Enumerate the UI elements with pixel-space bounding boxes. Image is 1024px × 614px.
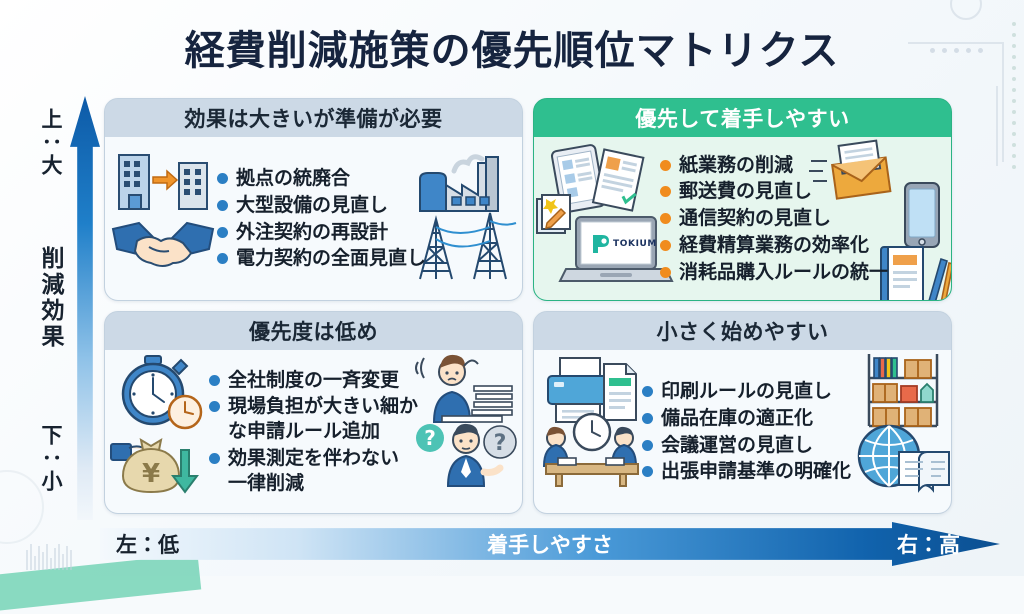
bullet-dot bbox=[660, 239, 671, 251]
horizontal-axis-name: 着手しやすさ bbox=[487, 533, 613, 557]
list-item: 消耗品購入ルールの統一 bbox=[660, 260, 951, 285]
bullet-dot bbox=[217, 226, 228, 238]
list-item-label: 郵送費の見直し bbox=[679, 180, 813, 203]
list-item: 電力契約の全面見直し bbox=[217, 246, 522, 271]
list-item-label: 備品在庫の適正化 bbox=[661, 406, 814, 429]
vertical-axis-top-label: 上：大 bbox=[39, 108, 63, 177]
list-item-label: 効果測定を伴わない 一律削減 bbox=[228, 446, 400, 494]
bullet-dot bbox=[642, 386, 653, 398]
bullet-dot bbox=[660, 159, 671, 171]
list-item-label: 大型設備の見直し bbox=[236, 193, 389, 216]
quadrant-bottom-right-list: 印刷ルールの見直し 備品在庫の適正化 会議運営の見直し 出張申請基準の明確化 bbox=[534, 377, 951, 486]
quadrant-top-left: 効果は大きいが準備が必要 bbox=[104, 98, 523, 301]
priority-matrix: 効果は大きいが準備が必要 bbox=[104, 98, 952, 514]
quadrant-top-left-body: 拠点の統廃合 大型設備の見直し 外注契約の再設計 電力契約の全面見直し bbox=[105, 137, 522, 300]
deco-line-right-2 bbox=[996, 86, 998, 166]
list-item: 紙業務の削減 bbox=[660, 153, 951, 178]
quadrant-bottom-right-body: 印刷ルールの見直し 備品在庫の適正化 会議運営の見直し 出張申請基準の明確化 bbox=[534, 350, 951, 513]
bullet-dot bbox=[217, 173, 228, 185]
list-item: 外注契約の再設計 bbox=[217, 220, 522, 245]
quadrant-bottom-left: 優先度は低め bbox=[104, 311, 523, 514]
bullet-dot bbox=[642, 412, 653, 424]
bullet-dot bbox=[642, 466, 653, 478]
quadrant-top-right-body: TOKIUM bbox=[534, 137, 951, 300]
up-arrow-icon bbox=[70, 96, 100, 520]
list-item: 現場負担が大きい細か な申請ルール追加 bbox=[209, 394, 522, 443]
list-item: 経費精算業務の効率化 bbox=[660, 233, 951, 258]
list-item-label: 電力契約の全面見直し bbox=[236, 247, 427, 270]
list-item-label: 経費精算業務の効率化 bbox=[679, 233, 870, 256]
list-item: 大型設備の見直し bbox=[217, 193, 522, 218]
list-item-label: 出張申請基準の明確化 bbox=[661, 460, 852, 483]
list-item: 会議運営の見直し bbox=[642, 433, 951, 458]
list-item: 効果測定を伴わない 一律削減 bbox=[209, 446, 522, 495]
list-item: 出張申請基準の明確化 bbox=[642, 459, 951, 484]
vertical-axis-name: 削減効果 bbox=[37, 246, 63, 350]
list-item-label: 会議運営の見直し bbox=[661, 433, 814, 456]
quadrant-top-left-list: 拠点の統廃合 大型設備の見直し 外注契約の再設計 電力契約の全面見直し bbox=[105, 164, 522, 273]
quadrant-bottom-left-list: 全社制度の一斉変更 現場負担が大きい細か な申請ルール追加 効果測定を伴わない … bbox=[105, 366, 522, 497]
list-item-label: 拠点の統廃合 bbox=[236, 167, 351, 190]
list-item: 通信契約の見直し bbox=[660, 206, 951, 231]
bullet-dot bbox=[660, 266, 671, 278]
page-title: 経費削減施策の優先順位マトリクス bbox=[184, 28, 840, 74]
list-item: 郵送費の見直し bbox=[660, 179, 951, 204]
bullet-dot bbox=[660, 213, 671, 225]
quadrant-top-right-heading: 優先して着手しやすい bbox=[534, 99, 951, 137]
list-item-label: 外注契約の再設計 bbox=[236, 220, 389, 243]
bullet-dot bbox=[660, 186, 671, 198]
list-item-label: 消耗品購入ルールの統一 bbox=[679, 260, 889, 283]
horizontal-axis-right-label: 右：高 bbox=[897, 533, 960, 557]
list-item: 印刷ルールの見直し bbox=[642, 379, 951, 404]
quadrant-bottom-right-heading: 小さく始めやすい bbox=[534, 312, 951, 350]
bullet-dot bbox=[642, 439, 653, 451]
bullet-dot bbox=[217, 199, 228, 211]
bullet-dot bbox=[209, 452, 220, 464]
list-item: 全社制度の一斉変更 bbox=[209, 368, 522, 393]
list-item-label: 全社制度の一斉変更 bbox=[228, 368, 400, 391]
deco-barcode bbox=[26, 544, 72, 570]
quadrant-top-right: 優先して着手しやすい bbox=[533, 98, 952, 301]
quadrant-bottom-left-body: ¥ bbox=[105, 350, 522, 513]
list-item: 備品在庫の適正化 bbox=[642, 406, 951, 431]
bullet-dot bbox=[209, 374, 220, 386]
list-item-label: 印刷ルールの見直し bbox=[661, 380, 833, 403]
quadrant-bottom-left-heading: 優先度は低め bbox=[105, 312, 522, 350]
bullet-dot bbox=[209, 401, 220, 413]
bullet-dot bbox=[217, 253, 228, 265]
list-item: 拠点の統廃合 bbox=[217, 166, 522, 191]
quadrant-top-left-heading: 効果は大きいが準備が必要 bbox=[105, 99, 522, 137]
horizontal-axis: 左：低 着手しやすさ 右：高 bbox=[100, 522, 1000, 566]
quadrant-top-right-list: 紙業務の削減 郵送費の見直し 通信契約の見直し 経費精算業務の効率化 消耗品購入… bbox=[534, 151, 951, 286]
list-item-label: 通信契約の見直し bbox=[679, 207, 832, 230]
list-item-label: 現場負担が大きい細か な申請ルール追加 bbox=[228, 395, 419, 443]
vertical-axis: 上：大 削減効果 下：小 bbox=[14, 96, 110, 520]
deco-circle-top bbox=[950, 0, 982, 20]
list-item-label: 紙業務の削減 bbox=[679, 153, 794, 176]
quadrant-bottom-right: 小さく始めやすい bbox=[533, 311, 952, 514]
vertical-axis-bottom-label: 下：小 bbox=[39, 424, 63, 493]
